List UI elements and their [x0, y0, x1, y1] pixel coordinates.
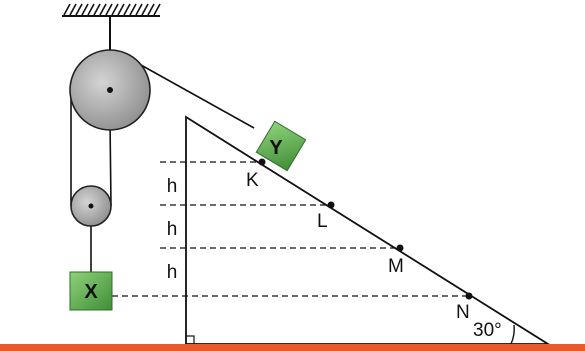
block-y-label: Y	[269, 137, 283, 159]
ropes	[70, 59, 255, 272]
small-pulley	[70, 185, 112, 227]
point-n-label: N	[456, 302, 470, 323]
point-l-label: L	[317, 211, 328, 232]
point-k	[258, 158, 266, 166]
angle-label: 30°	[473, 320, 502, 341]
ceiling	[62, 3, 161, 17]
ground	[0, 344, 585, 351]
large-pulley	[69, 49, 151, 131]
angle-arc	[510, 324, 515, 345]
block-x	[69, 271, 113, 311]
incline	[185, 115, 552, 345]
point-m	[396, 244, 404, 252]
height-label-1: h	[167, 176, 178, 197]
point-l	[327, 201, 335, 209]
incline-points	[258, 158, 473, 300]
height-label-2: h	[167, 219, 178, 240]
block-y	[255, 120, 307, 172]
height-label-3: h	[167, 262, 178, 283]
right-angle-mark	[185, 335, 195, 345]
dashed-height-lines	[112, 161, 469, 297]
block-x-label: X	[84, 281, 98, 303]
point-n	[465, 292, 473, 300]
point-m-label: M	[388, 256, 404, 277]
point-k-label: K	[246, 170, 259, 191]
